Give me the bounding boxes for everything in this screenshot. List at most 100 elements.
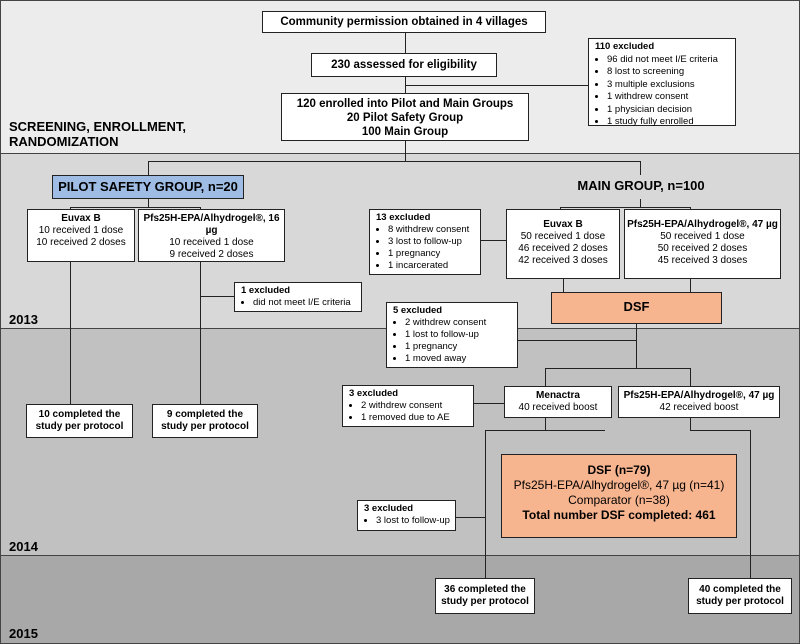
pilot-euvax-box: Euvax B 10 received 1 dose 10 received 2… (27, 209, 135, 262)
excluded-screening-box: 110 excluded 96 did not meet I/E criteri… (588, 38, 736, 129)
box-line: 46 received 2 doses (518, 243, 608, 254)
connector (485, 430, 486, 578)
completed-line: study per protocol (161, 421, 249, 432)
enrolled-line: 120 enrolled into Pilot and Main Groups (296, 98, 514, 110)
main-group-header: MAIN GROUP, n=100 (553, 175, 729, 199)
excluded-item: 1 withdrew consent (607, 91, 731, 104)
connector (70, 262, 71, 404)
box-line: 50 received 1 dose (520, 231, 606, 242)
main-excluded-5-box: 5 excluded 2 withdrew consent 1 lost to … (386, 302, 518, 368)
connector (560, 207, 690, 208)
connector (405, 141, 406, 161)
menactra-completed-box: 36 completed the study per protocol (435, 578, 535, 614)
pfs-completed-box: 40 completed the study per protocol (688, 578, 792, 614)
box-title: Pfs25H-EPA/Alhydrogel®, 47 µg (623, 390, 775, 401)
excluded-title: 5 excluded (393, 305, 443, 316)
dsf-text: DSF (623, 299, 650, 314)
box-line: 10 received 1 dose (169, 237, 254, 248)
connector (481, 240, 506, 241)
excluded-item: 8 withdrew consent (388, 224, 476, 236)
box-title: Euvax B (543, 219, 583, 230)
main-excluded-3a-box: 3 excluded 2 withdrew consent 1 removed … (342, 385, 474, 427)
box-line: 42 received 3 doses (518, 255, 608, 266)
year-2013-label: 2013 (9, 312, 38, 327)
pilot-group-header: PILOT SAFETY GROUP, n=20 (52, 175, 244, 199)
completed-line: study per protocol (35, 421, 124, 432)
completed-line: study per protocol (441, 596, 529, 607)
connector (474, 403, 504, 404)
connector (690, 418, 691, 430)
excluded-item: 2 withdrew consent (405, 317, 513, 329)
box-line: 10 received 2 doses (36, 237, 126, 248)
box-line: 50 received 1 dose (660, 231, 745, 242)
box-line: 9 received 2 doses (169, 249, 254, 260)
band-2015: 2015 (0, 555, 800, 644)
pilot-pfs-box: Pfs25H-EPA/Alhydrogel®, 16 µg 10 receive… (138, 209, 285, 262)
assessed-text: 230 assessed for eligibility (331, 59, 477, 71)
box-line: 40 received boost (518, 402, 598, 413)
enrolled-box: 120 enrolled into Pilot and Main Groups … (281, 93, 529, 141)
connector (636, 324, 637, 368)
pfs-boost-box: Pfs25H-EPA/Alhydrogel®, 47 µg 42 receive… (618, 386, 780, 418)
excluded-item: 3 lost to follow-up (376, 515, 451, 527)
box-line: 50 received 2 doses (657, 243, 748, 254)
box-line: 42 received boost (659, 402, 739, 413)
excluded-title: 3 excluded (364, 503, 414, 514)
connector (560, 207, 561, 209)
box-line: 45 received 3 doses (657, 255, 748, 266)
connector (148, 161, 640, 162)
screening-label: SCREENING, ENROLLMENT, RANDOMIZATION (9, 119, 186, 149)
completed-line: 40 completed the (699, 584, 781, 595)
main-euvax-box: Euvax B 50 received 1 dose 46 received 2… (506, 209, 620, 279)
pilot-euvax-completed-box: 10 completed the study per protocol (26, 404, 133, 438)
connector (640, 197, 641, 207)
enrolled-line: 20 Pilot Safety Group (346, 112, 464, 124)
excluded-item: 1 moved away (405, 353, 513, 365)
dsf-line: Comparator (n=38) (568, 493, 670, 507)
excluded-title: 3 excluded (349, 388, 399, 399)
excluded-item: 1 pregnancy (405, 341, 513, 353)
community-permission-box: Community permission obtained in 4 villa… (262, 11, 546, 33)
connector (563, 279, 564, 292)
pilot-pfs-completed-box: 9 completed the study per protocol (152, 404, 258, 438)
excluded-item: 1 pregnancy (388, 248, 476, 260)
excluded-item: 1 physician decision (607, 104, 731, 117)
connector (405, 33, 406, 53)
excluded-title: 110 excluded (595, 41, 655, 52)
excluded-item: 3 lost to follow-up (388, 236, 476, 248)
main-excluded-3b-box: 3 excluded 3 lost to follow-up (357, 500, 456, 531)
dsf-title: DSF (n=79) (587, 463, 651, 477)
connector (750, 430, 751, 578)
community-text: Community permission obtained in 4 villa… (280, 16, 528, 28)
main-pfs-box: Pfs25H-EPA/Alhydrogel®, 47 µg 50 receive… (624, 209, 781, 279)
connector (485, 430, 605, 431)
connector (200, 207, 201, 209)
pilot-excluded-box: 1 excluded did not meet I/E criteria (234, 282, 362, 312)
excluded-title: 1 excluded (241, 285, 291, 296)
completed-line: 10 completed the (38, 409, 121, 420)
completed-line: study per protocol (696, 596, 784, 607)
connector (690, 430, 750, 431)
excluded-item: 3 multiple exclusions (607, 79, 731, 92)
connector (690, 279, 691, 292)
connector (148, 161, 149, 175)
connector (405, 85, 588, 86)
excluded-item: 1 lost to follow-up (405, 329, 513, 341)
completed-line: 9 completed the (166, 409, 244, 420)
box-line: 10 received 1 dose (38, 225, 124, 236)
excluded-item: 8 lost to screening (607, 66, 731, 79)
connector (200, 262, 201, 404)
connector (518, 340, 636, 341)
completed-line: 36 completed the (444, 584, 526, 595)
menactra-box: Menactra 40 received boost (504, 386, 612, 418)
box-title: Euvax B (61, 213, 101, 224)
excluded-item: 2 withdrew consent (361, 400, 469, 412)
connector (200, 296, 234, 297)
connector (70, 207, 71, 209)
excluded-item: 1 removed due to AE (361, 412, 469, 424)
excluded-item: 96 did not meet I/E criteria (607, 54, 731, 67)
dsf-summary-box: DSF (n=79) Pfs25H-EPA/Alhydrogel®, 47 µg… (501, 454, 737, 538)
excluded-item: 1 study fully enrolled (607, 116, 731, 129)
excluded-title: 13 excluded (376, 212, 431, 223)
connector (70, 207, 200, 208)
